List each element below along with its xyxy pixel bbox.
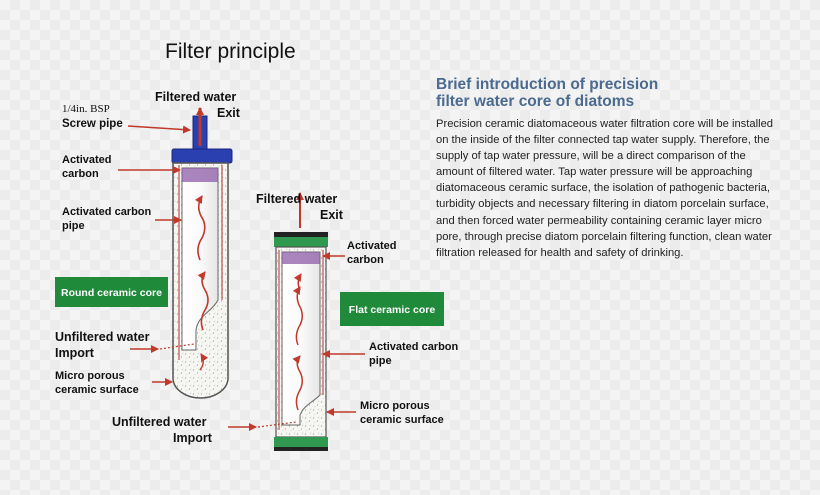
round-import-label: Import <box>55 346 95 360</box>
round-filter <box>171 107 233 399</box>
page-title: Filter principle <box>165 40 296 63</box>
flat-carbon-tube <box>281 251 321 426</box>
round-surface-label: Micro porous <box>55 370 125 382</box>
screw-pipe-pointer <box>127 125 191 134</box>
flat-bottom-band <box>274 437 328 447</box>
flat-bottom-cap <box>274 447 328 451</box>
flat-exit-label: Exit <box>320 208 344 222</box>
round-surface-label: ceramic surface <box>55 384 139 396</box>
round-import-dotted <box>159 343 195 350</box>
flat-pipe-label: pipe <box>369 355 392 367</box>
flat-ceramic-badge <box>340 292 444 326</box>
intro-title-line2: filter water core of diatoms <box>436 93 635 110</box>
flat-surface-label: Micro porous <box>360 400 430 412</box>
flat-carbon-label: Activated <box>347 240 397 252</box>
flat-import-label: Unfiltered water <box>112 415 207 429</box>
round-flow-arrow <box>194 195 206 261</box>
flat-exit-label: Filtered water <box>256 192 337 206</box>
flat-surface-label: ceramic surface <box>360 414 444 426</box>
round-ceramic-badge <box>55 277 168 307</box>
flat-carbon-label: carbon <box>347 254 384 266</box>
round-exit-label: Exit <box>217 106 241 120</box>
flat-carbon-block <box>282 252 320 264</box>
intro-title-line1: Brief introduction of precision <box>436 76 659 93</box>
round-flow-arrow <box>197 271 209 331</box>
flat-flow-arrow <box>292 286 303 346</box>
flat-top-band <box>274 237 328 247</box>
flat-flow-arrow <box>292 355 303 411</box>
intro-body: Precision ceramic diatomaceous water fil… <box>436 118 774 259</box>
flat-filter <box>274 192 328 451</box>
flat-flow-arrow <box>293 273 302 291</box>
flat-top-cap <box>274 232 328 237</box>
intro-title: Brief introduction of precision filter w… <box>436 76 776 110</box>
intro-section: Brief introduction of precision filter w… <box>436 76 776 261</box>
round-cap <box>171 148 233 164</box>
round-import-label: Unfiltered water <box>55 330 150 344</box>
screw-pipe-label: Screw pipe <box>62 118 123 130</box>
round-carbon-block <box>182 168 218 182</box>
round-carbon-label: Activated <box>62 154 112 166</box>
round-pipe-label: pipe <box>62 220 85 232</box>
flat-import-label: Import <box>173 431 213 445</box>
round-flow-arrow <box>199 353 209 371</box>
flat-pipe-label: Activated carbon <box>369 341 459 353</box>
round-ceramic-badge-label: Round ceramic core <box>61 287 162 299</box>
flat-ceramic-badge-label: Flat ceramic core <box>349 304 436 316</box>
round-pipe-label: Activated carbon <box>62 206 152 218</box>
round-carbon-label: carbon <box>62 168 99 180</box>
bsp-label: 1/4in. BSP <box>62 103 110 115</box>
round-exit-label: Filtered water <box>155 90 236 104</box>
